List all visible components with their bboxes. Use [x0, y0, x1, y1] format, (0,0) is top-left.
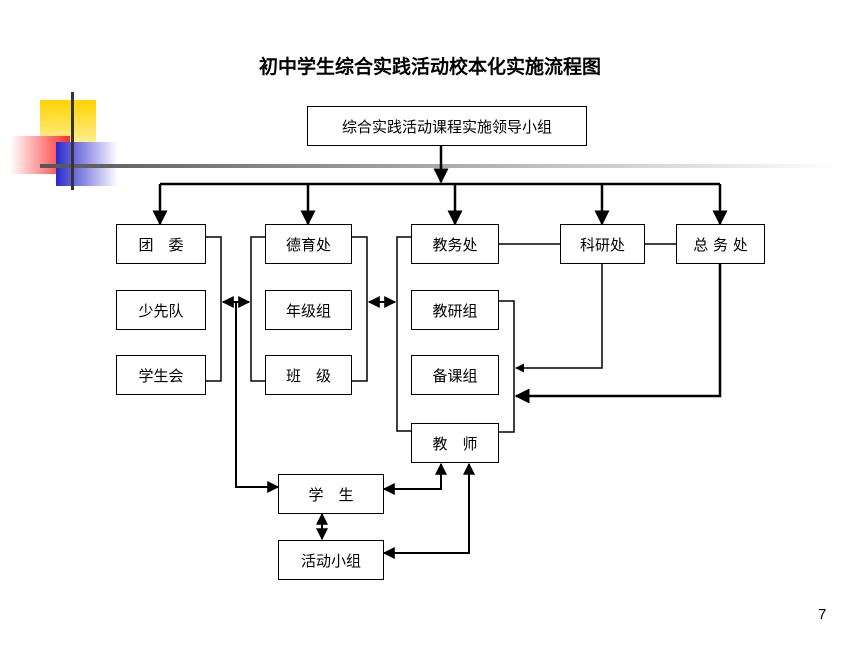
node-academic-office: 教务处: [411, 224, 499, 264]
acad-right-bracket: [499, 300, 515, 433]
node-moral-office: 德育处: [265, 224, 352, 264]
node-teachers: 教 师: [411, 423, 499, 463]
node-activity-group: 活动小组: [278, 540, 384, 580]
left-col-bracket: [206, 236, 222, 382]
students-teachers: [382, 462, 447, 495]
node-research-office: 科研处: [560, 224, 645, 264]
node-youth-league: 团 委: [116, 224, 206, 264]
page-number: 7: [818, 606, 827, 623]
node-lesson-group: 备课组: [411, 355, 499, 395]
research-to-lesson: [515, 263, 603, 373]
deco-vertical-line: [71, 92, 74, 190]
mid-col-left-bracket: [250, 236, 265, 382]
node-young-pioneers: 少先队: [116, 290, 206, 330]
node-grade-group: 年级组: [265, 290, 352, 330]
node-general-office: 总 务 处: [676, 224, 765, 264]
activity-teachers: [382, 462, 475, 559]
node-research-group: 教研组: [411, 290, 499, 330]
mid-col-right-bracket: [352, 236, 368, 382]
acad-left-bracket: [396, 236, 411, 432]
node-students: 学 生: [278, 474, 384, 514]
general-to-lesson: [514, 263, 722, 404]
node-leading-group: 综合实践活动课程实施领导小组: [307, 106, 587, 146]
node-class: 班 级: [265, 355, 352, 395]
diagram-title: 初中学生综合实践活动校本化实施流程图: [258, 56, 601, 78]
left-to-students: [235, 302, 280, 493]
node-student-union: 学生会: [116, 355, 206, 395]
